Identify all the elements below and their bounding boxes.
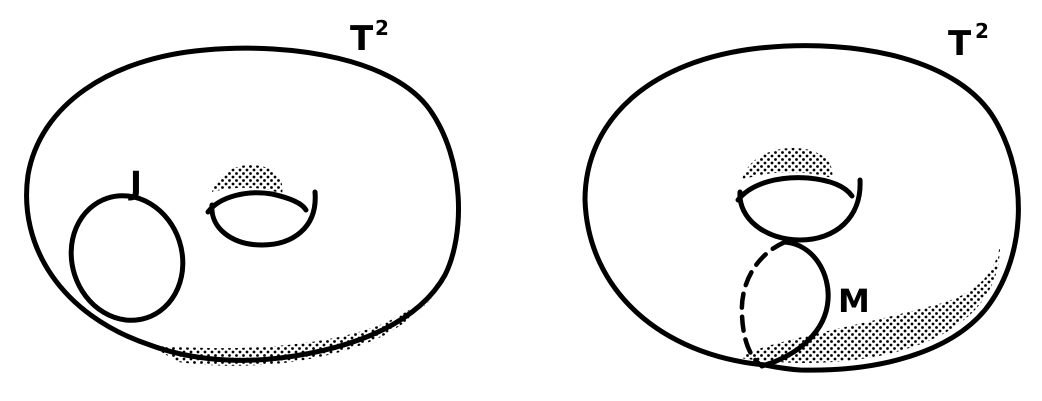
right-torus: T 2 M bbox=[582, 19, 1021, 373]
right-surface-exponent: 2 bbox=[975, 19, 989, 43]
curve-j bbox=[68, 193, 186, 323]
left-hole-lower-lip bbox=[209, 189, 318, 248]
curve-j-label: J bbox=[128, 164, 142, 202]
curve-m-back-dashed bbox=[739, 239, 788, 369]
right-hole-shading bbox=[742, 148, 833, 180]
curve-m-label: M bbox=[838, 282, 870, 320]
left-hole-shading bbox=[212, 165, 283, 194]
left-hole-upper-edge bbox=[205, 190, 309, 215]
left-surface-exponent: 2 bbox=[375, 16, 389, 40]
right-torus-bottom-shading bbox=[740, 245, 1000, 363]
left-surface-label: T bbox=[350, 19, 374, 59]
left-torus-outline bbox=[24, 45, 462, 363]
right-hole-upper-edge bbox=[735, 175, 855, 203]
right-torus-outline bbox=[582, 43, 1021, 373]
left-torus: T 2 J bbox=[24, 16, 462, 366]
right-hole-lower-lip bbox=[737, 177, 863, 243]
right-surface-label: T bbox=[948, 24, 972, 64]
curve-m-front bbox=[759, 239, 831, 369]
